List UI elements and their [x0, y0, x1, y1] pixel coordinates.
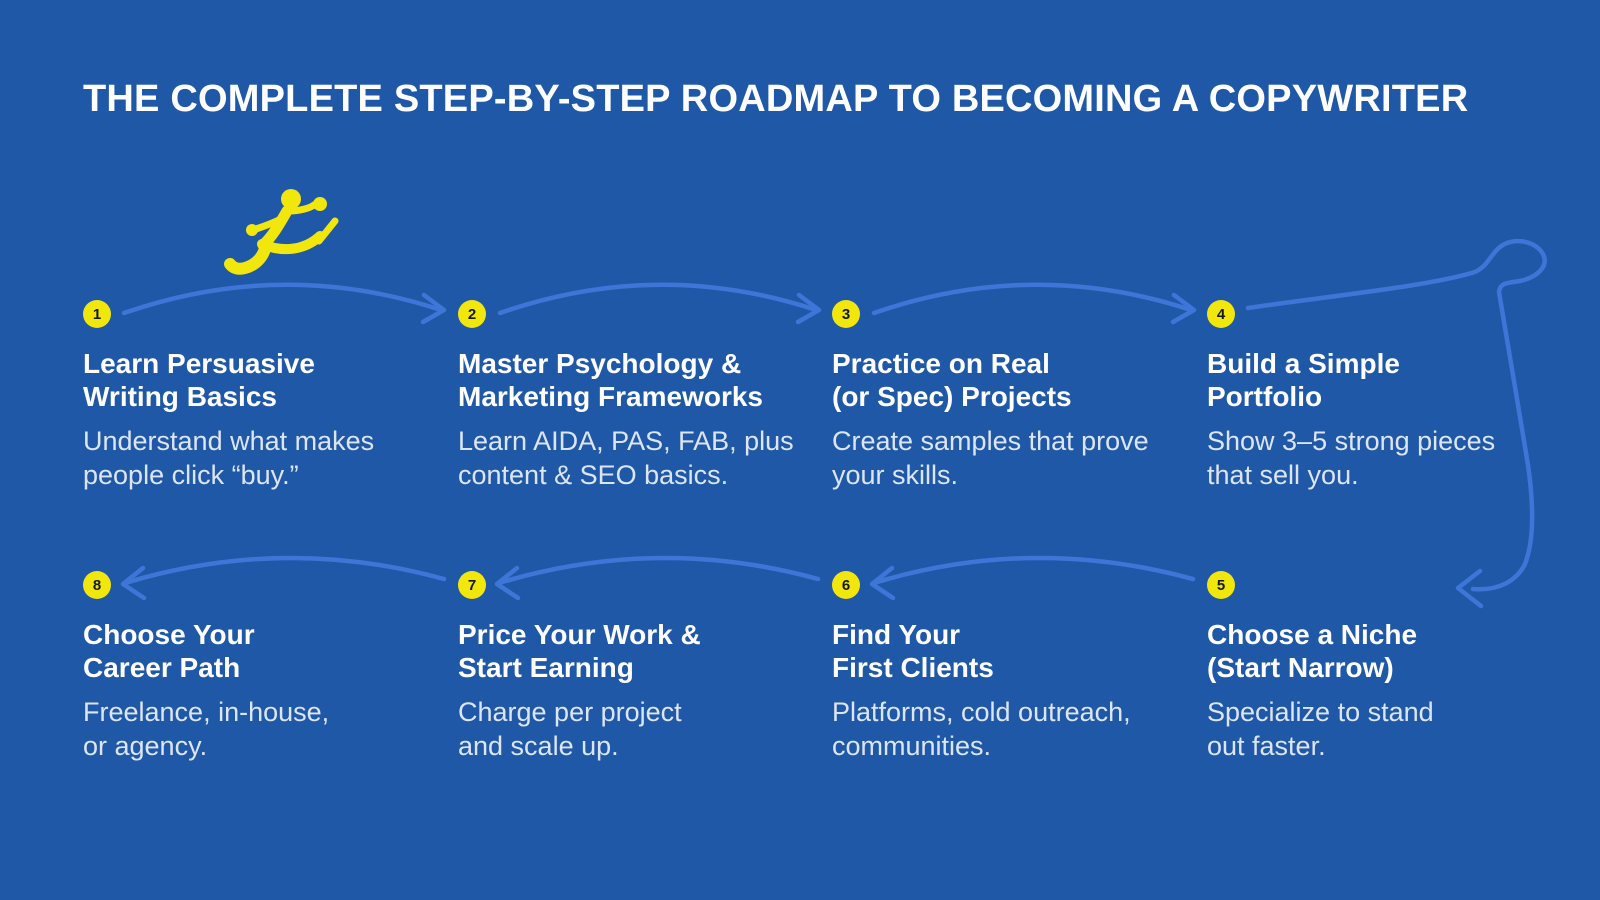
step-2-title: Master Psychology & Marketing Frameworks — [458, 348, 763, 412]
step-5: 5 Choose a Niche (Start Narrow) Speciali… — [1207, 571, 1575, 763]
step-1: 1 Learn Persuasive Writing Basics Unders… — [83, 300, 451, 492]
step-4-number-badge: 4 — [1207, 300, 1235, 328]
step-7-title: Price Your Work & Start Earning — [458, 619, 701, 683]
step-8-title: Choose Your Career Path — [83, 619, 255, 683]
page-title: THE COMPLETE STEP-BY-STEP ROADMAP TO BEC… — [83, 78, 1469, 120]
step-1-title: Learn Persuasive Writing Basics — [83, 348, 315, 412]
step-1-description: Understand what makes people click “buy.… — [83, 426, 375, 490]
step-2-description: Learn AIDA, PAS, FAB, plus content & SEO… — [458, 426, 794, 490]
step-6-number-badge: 6 — [832, 571, 860, 599]
step-8-description: Freelance, in-house, or agency. — [83, 697, 330, 761]
step-8-number-badge: 8 — [83, 571, 111, 599]
step-3-number-badge: 3 — [832, 300, 860, 328]
step-1-number-badge: 1 — [83, 300, 111, 328]
step-3: 3 Practice on Real (or Spec) Projects Cr… — [832, 300, 1200, 492]
step-4: 4 Build a Simple Portfolio Show 3–5 stro… — [1207, 300, 1575, 492]
step-6-title: Find Your First Clients — [832, 619, 994, 683]
step-6-description: Platforms, cold outreach, communities. — [832, 697, 1131, 761]
step-7-description: Charge per project and scale up. — [458, 697, 682, 761]
step-7-number-badge: 7 — [458, 571, 486, 599]
step-2-number-badge: 2 — [458, 300, 486, 328]
step-5-title: Choose a Niche (Start Narrow) — [1207, 619, 1418, 683]
step-4-description: Show 3–5 strong pieces that sell you. — [1207, 426, 1496, 490]
step-5-number-badge: 5 — [1207, 571, 1235, 599]
step-5-description: Specialize to stand out faster. — [1207, 697, 1434, 761]
step-4-title: Build a Simple Portfolio — [1207, 348, 1400, 412]
step-3-title: Practice on Real (or Spec) Projects — [832, 348, 1072, 412]
running-person-icon — [224, 189, 339, 275]
step-7: 7 Price Your Work & Start Earning Charge… — [458, 571, 826, 763]
step-6: 6 Find Your First Clients Platforms, col… — [832, 571, 1200, 763]
step-3-description: Create samples that prove your skills. — [832, 426, 1149, 490]
step-8: 8 Choose Your Career Path Freelance, in-… — [83, 571, 451, 763]
step-2: 2 Master Psychology & Marketing Framewor… — [458, 300, 826, 492]
